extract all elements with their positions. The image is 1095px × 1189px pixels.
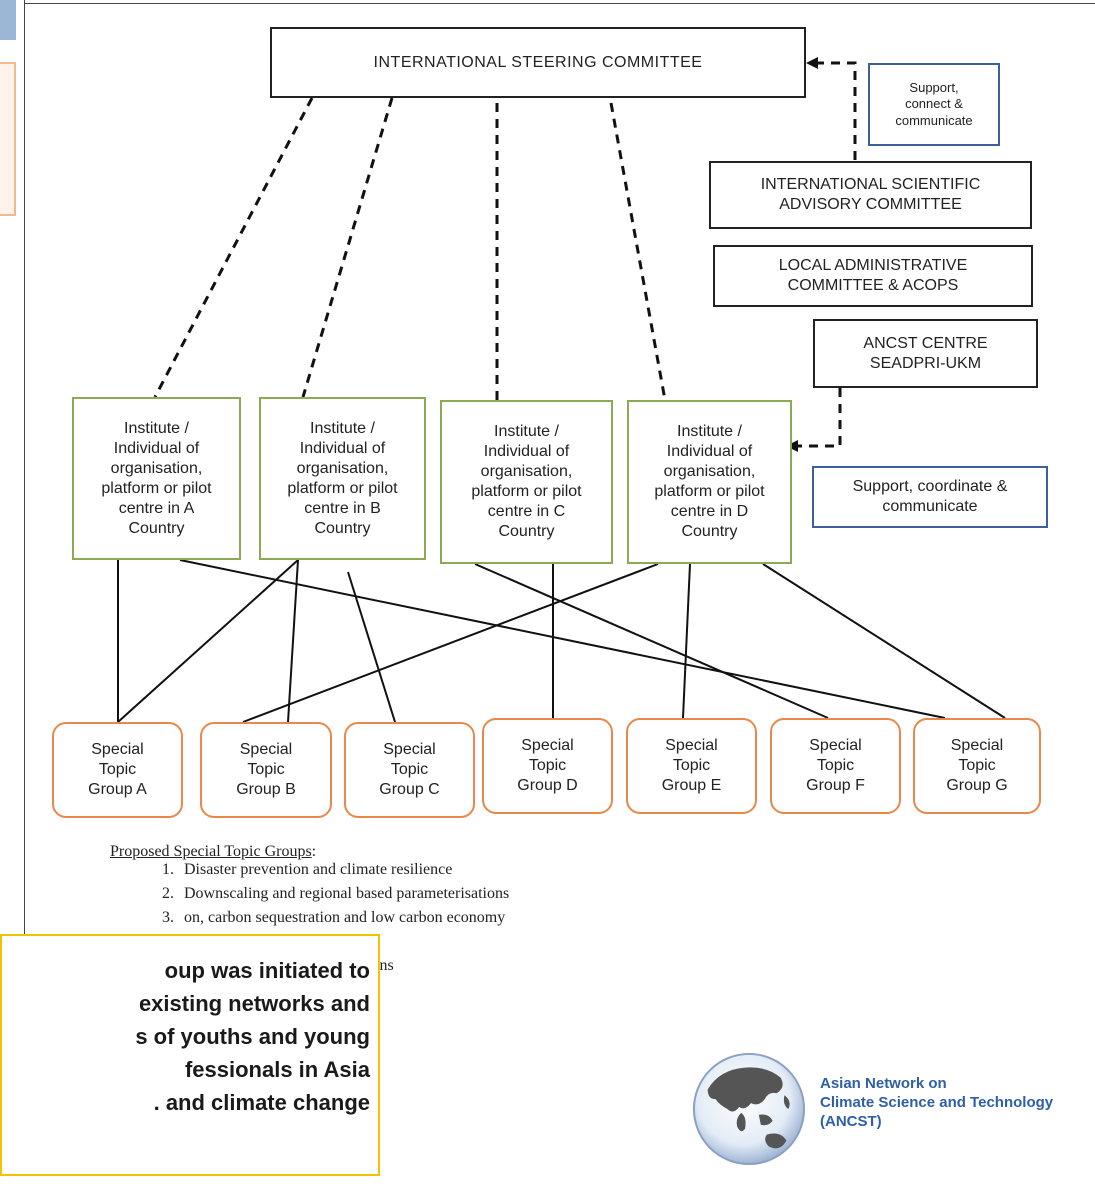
local-admin-box: LOCAL ADMINISTRATIVE COMMITTEE & ACOPS <box>713 245 1033 307</box>
support-connect-box: Support, connect & communicate <box>868 63 1000 146</box>
ancst-logo-text: Asian Network on Climate Science and Tec… <box>820 1075 1054 1130</box>
link-b-groupA <box>117 559 299 723</box>
link-d-groupB <box>242 563 659 723</box>
callout-box: oup was initiated to existing networks a… <box>0 934 380 1176</box>
proposed-topics-heading-text: Proposed Special Topic Groups <box>110 843 312 860</box>
link-d-groupG <box>762 563 1006 719</box>
advisory-committee-box: INTERNATIONAL SCIENTIFIC ADVISORY COMMIT… <box>709 161 1032 229</box>
topic-item: on, carbon sequestration and low carbon … <box>178 909 509 927</box>
proposed-topics-heading: Proposed Special Topic Groups: <box>110 843 509 861</box>
ancst-centre-box: ANCST CENTRE SEADPRI-UKM <box>813 319 1038 388</box>
link-b-groupB <box>287 559 299 723</box>
steering-committee-box: INTERNATIONAL STEERING COMMITTEE <box>270 27 806 98</box>
topic-item: Downscaling and regional based parameter… <box>178 885 509 903</box>
frame-left-border <box>24 0 25 935</box>
group-g-box: Special Topic Group G <box>913 718 1041 814</box>
institute-c-box: Institute / Individual of organisation, … <box>440 400 613 564</box>
dashed-link-steering-b <box>301 97 394 398</box>
arrowhead-steering <box>806 57 818 69</box>
proposed-topics-heading-colon: : <box>311 843 317 860</box>
link-d-groupE <box>682 563 691 719</box>
group-f-box: Special Topic Group F <box>770 718 901 814</box>
dashed-link-steering-a <box>153 97 314 398</box>
group-e-box: Special Topic Group E <box>626 718 757 814</box>
group-b-box: Special Topic Group B <box>200 722 332 818</box>
dashed-link-ancst-d <box>796 388 842 448</box>
arrowhead-institute-d <box>786 440 798 452</box>
ancst-globe-logo <box>692 1052 806 1166</box>
group-c-box: Special Topic Group C <box>344 722 475 818</box>
link-b-groupC <box>347 571 396 723</box>
group-d-box: Special Topic Group D <box>482 718 613 814</box>
support-coordinate-box: Support, coordinate & communicate <box>812 466 1048 528</box>
link-a-groupG <box>179 559 946 719</box>
group-a-box: Special Topic Group A <box>52 722 183 818</box>
institute-b-box: Institute / Individual of organisation, … <box>259 397 426 560</box>
institute-d-box: Institute / Individual of organisation, … <box>627 400 792 564</box>
topic-item: Disaster prevention and climate resilien… <box>178 861 509 879</box>
edge-fragment-orange <box>0 62 16 216</box>
dashed-link-advisory-steering <box>816 61 857 160</box>
frame-top-border <box>24 3 1095 4</box>
edge-fragment-blue <box>0 0 16 40</box>
link-c-groupF <box>474 563 829 719</box>
institute-a-box: Institute / Individual of organisation, … <box>72 397 241 560</box>
dashed-link-steering-d <box>609 102 667 401</box>
